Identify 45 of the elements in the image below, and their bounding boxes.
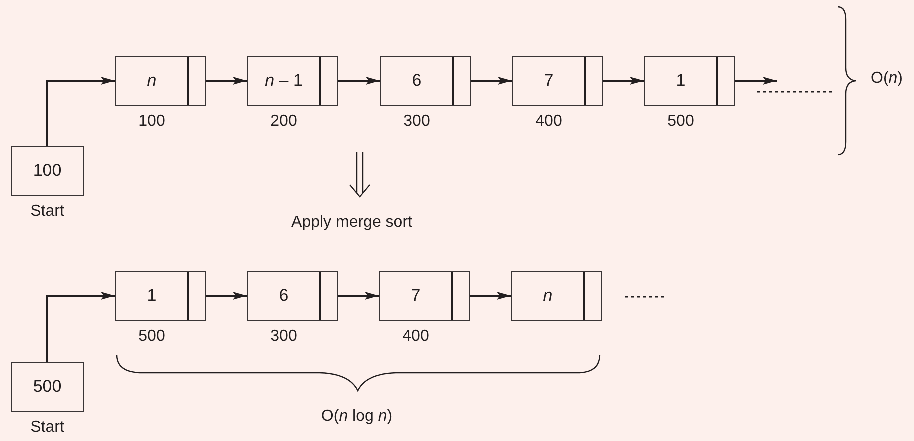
list-node-box — [115, 271, 206, 321]
node-value: n — [543, 286, 553, 306]
list-node-box — [247, 271, 338, 321]
step-label: Apply merge sort — [292, 214, 412, 232]
list-node-box — [247, 56, 338, 106]
node-value: n – 1 — [265, 71, 303, 91]
address-label: 100 — [138, 113, 166, 131]
arrow — [470, 292, 511, 300]
list-node-box — [380, 56, 471, 106]
node-value: 7 — [544, 71, 554, 91]
node-value: 100 — [33, 161, 62, 181]
node-value: 6 — [279, 286, 289, 306]
address-label: 400 — [402, 328, 430, 346]
arrow — [206, 292, 247, 300]
arrow — [471, 77, 512, 85]
address-label: 500 — [138, 328, 166, 346]
arrow — [735, 77, 777, 85]
start-pointer-box — [11, 362, 84, 412]
list-node-box — [115, 56, 206, 106]
node-value: 1 — [147, 286, 157, 306]
complexity-label: O(n log n) — [321, 408, 393, 426]
node-value: 7 — [411, 286, 421, 306]
address-label: 200 — [270, 113, 298, 131]
list-node-box — [644, 56, 735, 106]
address-label: 300 — [270, 328, 298, 346]
complexity-label: O(n) — [871, 70, 903, 88]
node-value: 1 — [676, 71, 686, 91]
address-label: 500 — [668, 113, 694, 131]
address-label: 400 — [536, 113, 562, 131]
address-label: 300 — [404, 113, 430, 131]
arrow — [46, 292, 115, 362]
node-value: 500 — [33, 377, 62, 397]
arrow — [46, 77, 115, 146]
list-node-box — [379, 271, 470, 321]
node-value: n — [147, 71, 157, 91]
arrow — [338, 77, 380, 85]
list-node-box — [511, 271, 602, 321]
pointer-label: Start — [30, 203, 64, 221]
pointer-label: Start — [30, 419, 64, 437]
node-value: 6 — [412, 71, 422, 91]
arrow — [206, 77, 247, 85]
start-pointer-box — [11, 146, 84, 196]
list-node-box — [512, 56, 603, 106]
arrow — [603, 77, 644, 85]
arrow — [338, 292, 379, 300]
